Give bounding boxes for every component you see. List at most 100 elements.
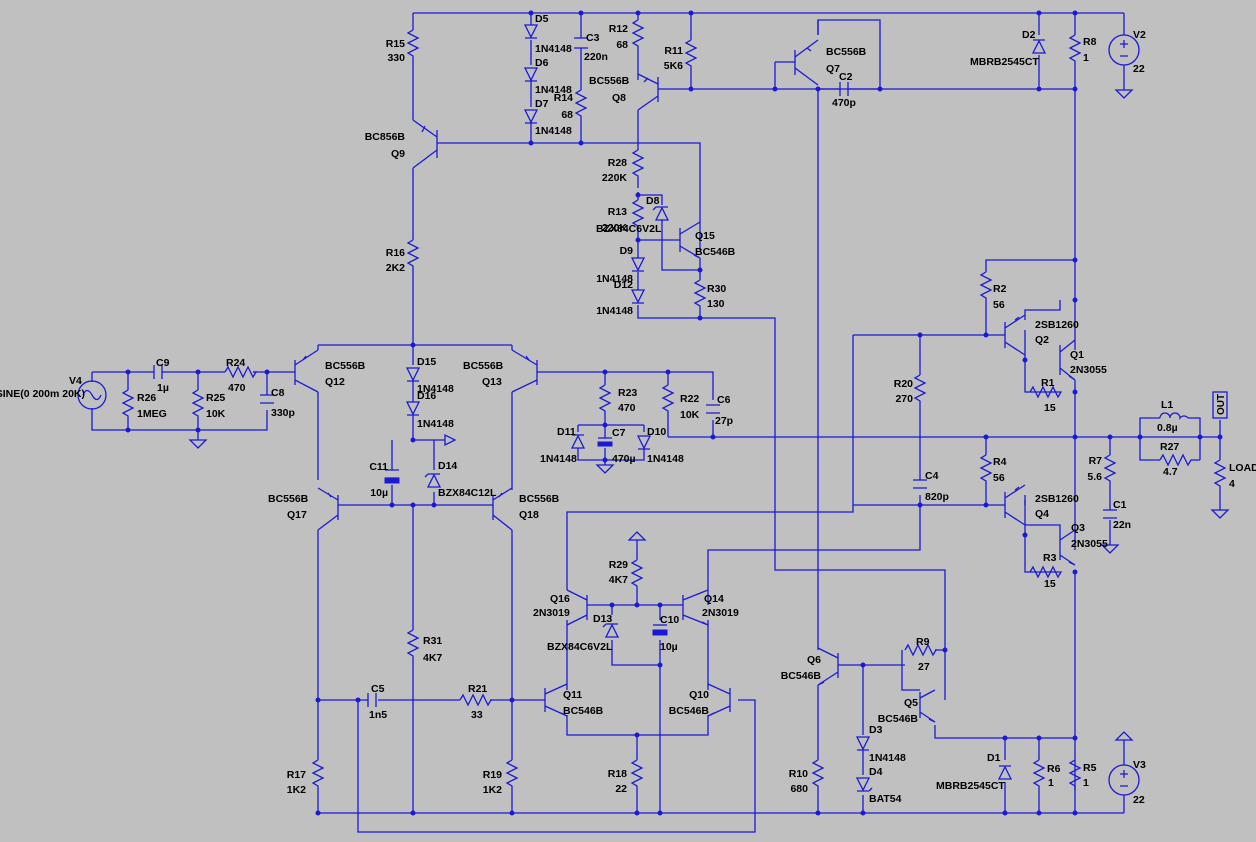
D16-symbol[interactable] — [405, 401, 421, 416]
R17-symbol[interactable] — [311, 759, 325, 795]
C1-symbol[interactable] — [1103, 509, 1117, 519]
Q8-symbol[interactable] — [637, 73, 659, 111]
R15-symbol[interactable] — [406, 29, 420, 60]
D7-symbol[interactable] — [523, 109, 539, 124]
R7-value: 5.6 — [1087, 471, 1102, 483]
D8-symbol[interactable] — [652, 206, 670, 221]
R22-symbol[interactable] — [661, 384, 675, 418]
C2-symbol[interactable] — [839, 82, 849, 96]
R17-value: 1K2 — [287, 784, 306, 796]
D14-name: D14 — [438, 460, 457, 472]
R1-symbol[interactable] — [1029, 385, 1063, 399]
D12-symbol[interactable] — [630, 289, 646, 304]
C6-symbol[interactable] — [706, 404, 720, 414]
C6-value: 27p — [715, 415, 733, 427]
Q14-symbol[interactable] — [682, 589, 709, 626]
R31-symbol[interactable] — [406, 629, 420, 665]
D11-symbol[interactable] — [570, 434, 586, 449]
C4-symbol[interactable] — [913, 479, 927, 489]
D4-symbol[interactable] — [855, 777, 873, 792]
R24-symbol[interactable] — [224, 365, 258, 379]
R11-symbol[interactable] — [684, 39, 698, 72]
D2-symbol[interactable] — [1031, 39, 1047, 54]
out-net-flag[interactable]: OUT — [1212, 391, 1228, 419]
R20-symbol[interactable] — [913, 374, 927, 407]
Q11-symbol[interactable] — [544, 683, 568, 717]
D15-symbol[interactable] — [405, 367, 421, 382]
R21-symbol[interactable] — [459, 693, 493, 707]
R26-symbol[interactable] — [121, 389, 135, 418]
V4-value: SINE(0 200m 20K) — [0, 388, 85, 400]
R10-name: R10 — [789, 768, 808, 780]
R18-symbol[interactable] — [630, 759, 644, 795]
R7-symbol[interactable] — [1103, 454, 1117, 485]
R14-symbol[interactable] — [574, 89, 588, 120]
Q3-symbol[interactable] — [1059, 529, 1076, 566]
R25-symbol[interactable] — [191, 389, 205, 418]
LOAD-name: LOAD — [1229, 462, 1256, 474]
R18-name: R18 — [608, 768, 627, 780]
R29-symbol[interactable] — [630, 559, 644, 590]
R12-symbol[interactable] — [631, 19, 645, 52]
Q14-name: Q14 — [704, 593, 724, 605]
R18-value: 22 — [615, 783, 627, 795]
Q5-symbol[interactable] — [919, 689, 936, 723]
R2-symbol[interactable] — [979, 271, 993, 305]
R3-symbol[interactable] — [1029, 565, 1063, 579]
R28-symbol[interactable] — [631, 149, 645, 180]
D6-symbol[interactable] — [523, 67, 539, 82]
D10-symbol[interactable] — [636, 435, 652, 450]
Q18-symbol[interactable] — [492, 487, 513, 531]
R9-symbol[interactable] — [904, 643, 938, 657]
R5-symbol[interactable] — [1068, 759, 1082, 790]
R28-value: 220K — [602, 172, 628, 184]
Q13-symbol[interactable] — [511, 349, 538, 393]
LOAD-symbol[interactable] — [1213, 459, 1227, 490]
R2-value: 56 — [993, 299, 1005, 311]
C5-symbol[interactable] — [367, 693, 377, 707]
Q12-model: BC556B — [325, 360, 366, 372]
R19-symbol[interactable] — [505, 759, 519, 795]
D1-symbol[interactable] — [997, 765, 1013, 780]
Q1-name: Q1 — [1070, 349, 1084, 361]
R4-symbol[interactable] — [979, 454, 993, 487]
Q12-symbol[interactable] — [294, 349, 319, 393]
Q2-symbol[interactable] — [1004, 314, 1026, 356]
Q7-name: Q7 — [826, 63, 840, 75]
transistor-symbols — [294, 39, 1076, 723]
R10-symbol[interactable] — [811, 759, 825, 795]
Q9-symbol[interactable] — [412, 119, 438, 169]
R16-symbol[interactable] — [406, 239, 420, 272]
ground-icon — [444, 433, 457, 447]
D13-symbol[interactable] — [602, 623, 620, 638]
R6-symbol[interactable] — [1032, 759, 1046, 790]
Q4-symbol[interactable] — [1004, 484, 1026, 526]
R13-symbol[interactable] — [631, 199, 645, 232]
C9-symbol[interactable] — [153, 365, 163, 379]
C11-value: 10µ — [370, 487, 388, 499]
Q16-name: Q16 — [550, 593, 570, 605]
V4-symbol[interactable] — [77, 380, 107, 410]
Q15-symbol[interactable] — [679, 221, 701, 259]
R23-symbol[interactable] — [598, 384, 612, 412]
C8-symbol[interactable] — [260, 394, 274, 404]
D5-symbol[interactable] — [523, 24, 539, 39]
Q17-symbol[interactable] — [317, 487, 339, 531]
Q1-symbol[interactable] — [1059, 339, 1076, 381]
D3-symbol[interactable] — [855, 736, 871, 751]
Q7-symbol[interactable] — [794, 39, 819, 86]
C3-symbol[interactable] — [574, 37, 588, 49]
Q16-symbol[interactable] — [566, 589, 588, 626]
V4-name: V4 — [69, 375, 82, 387]
R27-symbol[interactable] — [1159, 453, 1200, 467]
Q6-symbol[interactable] — [817, 647, 839, 686]
D8-value: BZX84C6V2L — [596, 223, 662, 235]
R30-symbol[interactable] — [693, 279, 707, 312]
D14-symbol[interactable] — [424, 473, 442, 488]
Q10-symbol[interactable] — [707, 683, 731, 717]
L1-symbol[interactable] — [1159, 412, 1189, 420]
R24-name: R24 — [226, 357, 245, 369]
D9-symbol[interactable] — [630, 257, 646, 272]
R8-symbol[interactable] — [1068, 34, 1082, 65]
